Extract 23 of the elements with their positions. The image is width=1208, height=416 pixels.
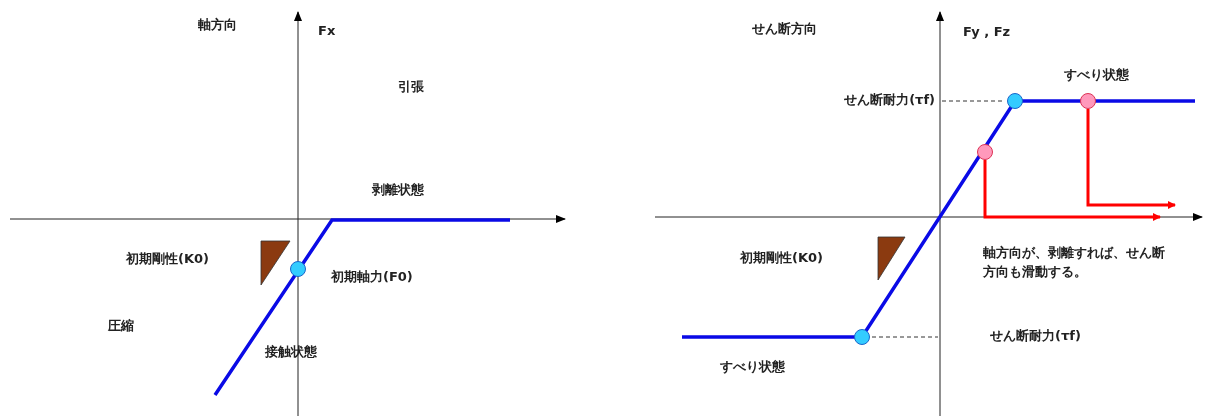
axis-label: せん断耐力(τf) bbox=[843, 91, 935, 109]
axis-label: Fx bbox=[318, 22, 336, 40]
axis-label: すべり状態 bbox=[1064, 66, 1129, 84]
slip-arrow bbox=[1086, 109, 1176, 209]
axis-label: すべり状態 bbox=[720, 358, 785, 376]
axis-label: Fy , Fz bbox=[963, 23, 1011, 41]
axis-label: 剥離状態 bbox=[372, 181, 424, 199]
axis-label: 接触状態 bbox=[265, 343, 317, 361]
axis-label: せん断耐力(τf) bbox=[990, 327, 1081, 345]
axis-label: 初期軸力(F0) bbox=[331, 268, 413, 286]
axis-label: 軸方向が、剥離すれば、せん断方向も滑動する。 bbox=[983, 244, 1166, 281]
axis-label: 圧縮 bbox=[108, 317, 134, 335]
axis-label: せん断方向 bbox=[752, 20, 817, 38]
state-point-marker bbox=[1007, 93, 1023, 109]
axis-label: 初期剛性(K0) bbox=[740, 249, 823, 267]
state-point-marker bbox=[290, 261, 306, 277]
axis-label: 軸方向 bbox=[198, 16, 237, 34]
slip-arrow bbox=[983, 160, 1161, 221]
state-point-marker bbox=[1080, 93, 1096, 109]
axis-label: 引張 bbox=[398, 78, 424, 96]
axis-label: 初期剛性(K0) bbox=[126, 250, 209, 268]
state-point-marker bbox=[977, 144, 993, 160]
state-point-marker bbox=[854, 329, 870, 345]
